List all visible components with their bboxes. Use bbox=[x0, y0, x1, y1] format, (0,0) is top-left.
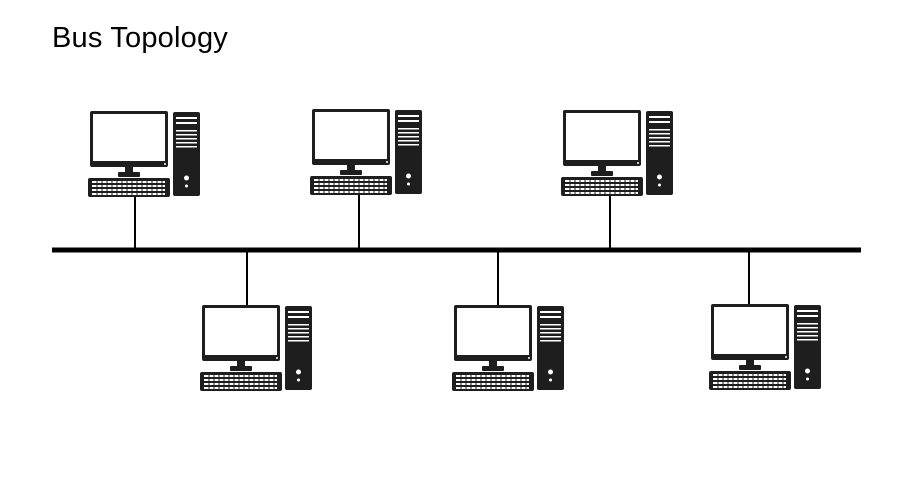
computer-workstation-icon bbox=[87, 110, 201, 198]
computer-workstation-icon bbox=[451, 304, 565, 392]
computer-workstation-icon bbox=[560, 109, 674, 197]
diagram-title: Bus Topology bbox=[52, 22, 228, 54]
computer-workstation-icon bbox=[309, 108, 423, 196]
computer-workstation-icon bbox=[199, 304, 313, 392]
computer-workstation-icon bbox=[708, 303, 822, 391]
